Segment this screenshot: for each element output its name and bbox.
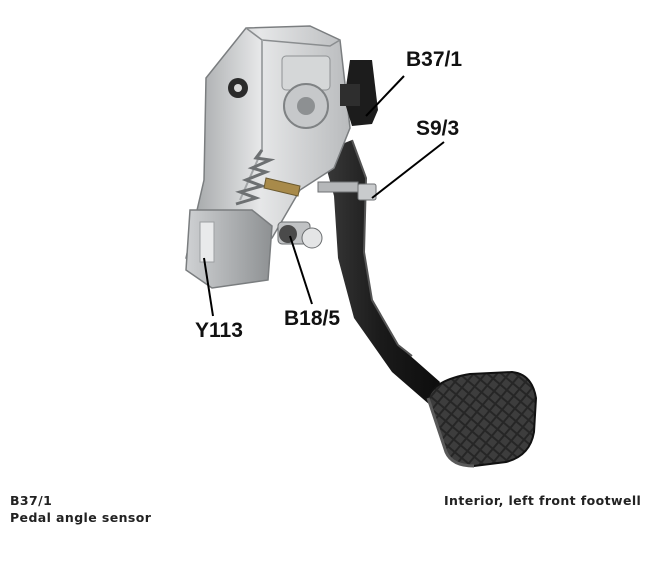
pushrod — [263, 177, 301, 197]
leader-lines — [203, 75, 445, 317]
leader-s9-3 — [371, 141, 445, 199]
leader-b37-1 — [365, 75, 405, 117]
leader-b18-5 — [289, 235, 313, 305]
return-spring — [235, 149, 276, 206]
pedal-assembly-illustration — [185, 25, 538, 468]
callout-b18-5: B18/5 — [284, 307, 341, 330]
callout-b37-1: B37/1 — [406, 48, 463, 71]
caption-description: Pedal angle sensor — [10, 510, 152, 525]
pedal-bracket — [185, 25, 351, 271]
pedal-pad — [426, 370, 538, 468]
pedal-angle-sensor — [340, 60, 378, 126]
stop-lamp-switch — [317, 181, 377, 201]
callout-y113: Y113 — [195, 319, 243, 342]
solenoid-block — [185, 209, 273, 289]
leader-y113 — [203, 257, 214, 317]
caption-location: Interior, left front footwell — [444, 493, 642, 508]
callout-s9-3: S9/3 — [416, 117, 460, 140]
position-sensor — [277, 221, 323, 249]
pedal-arm — [322, 139, 440, 405]
caption-code: B37/1 — [10, 493, 53, 508]
